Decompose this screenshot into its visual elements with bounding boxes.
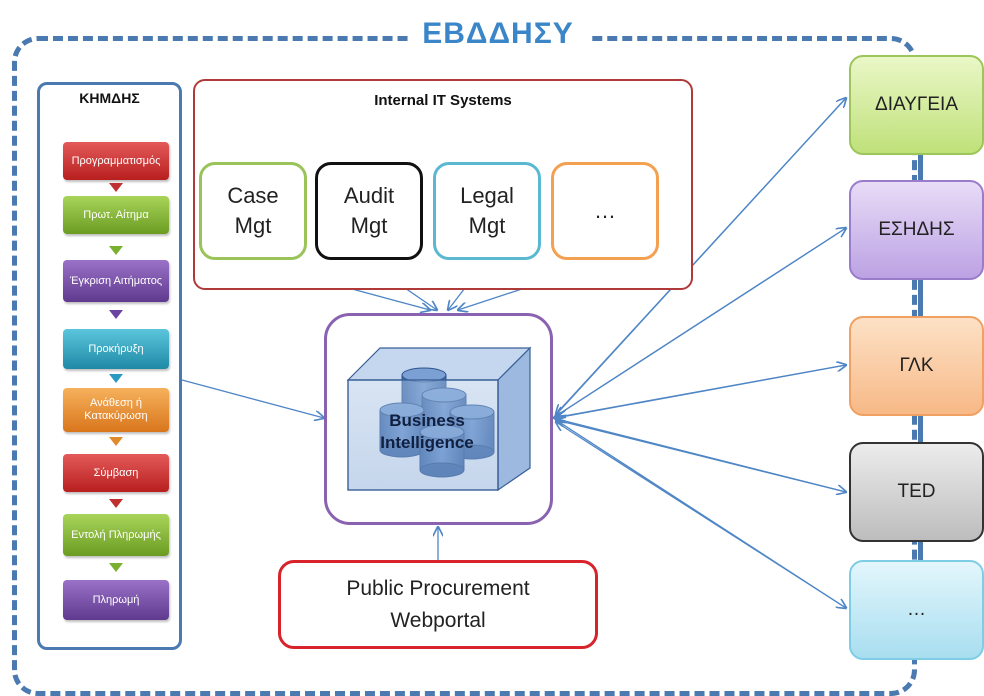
ext-eshdhs: ΕΣΗΔΗΣ (849, 180, 984, 280)
legal-mgt-line1: Legal (460, 183, 514, 208)
audit-mgt-line2: Mgt (350, 213, 388, 238)
public-procurement-webportal: Public Procurement Webportal (278, 560, 598, 649)
arrow-eshdhs-to-bi (556, 227, 847, 416)
case-mgt-line2: Mgt (234, 213, 272, 238)
arrow-glk-to-bi (556, 364, 847, 418)
ext-more: … (849, 560, 984, 660)
step-arrow-2 (109, 246, 123, 255)
step-prokiryxi: Προκήρυξη (63, 329, 169, 369)
bi-label: Business Intelligence (352, 410, 502, 454)
portal-line2: Webportal (390, 608, 486, 632)
connector-4 (918, 540, 923, 560)
step-arrow-6 (109, 499, 123, 508)
ext-ted: TED (849, 442, 984, 542)
connector-2 (918, 280, 923, 320)
step-symvasi: Σύμβαση (63, 454, 169, 492)
step-prot-aitima: Πρωτ. Αίτημα (63, 196, 169, 234)
audit-mgt-line1: Audit (343, 183, 395, 208)
legal-mgt-line2: Mgt (468, 213, 506, 238)
ext-glk: ΓΛΚ (849, 316, 984, 416)
case-mgt-line1: Case (227, 183, 279, 208)
step-egkrisi-aitimatos: Έγκριση Αιτήματος (63, 260, 169, 302)
bi-line1: Business (389, 411, 465, 430)
arrow-ted-to-bi (556, 420, 847, 493)
arrow-khmdhs-to-bi (181, 379, 324, 418)
more-it-line1: … (594, 198, 616, 223)
connector-3 (918, 414, 923, 444)
bi-cube-icon (346, 346, 532, 492)
bi-line2: Intelligence (380, 433, 474, 452)
main-title: ΕΒΔΔΗΣΥ (408, 12, 588, 56)
arrow-more-to-bi-back (556, 422, 847, 609)
step-arrow-7 (109, 563, 123, 572)
step-programmatismos: Προγραμματισμός (63, 142, 169, 180)
step-arrow-5 (109, 437, 123, 446)
internal-it-title: Internal IT Systems (374, 92, 512, 109)
step-anathesi: Ανάθεση ή Κατακύρωση (63, 388, 169, 432)
khmdhs-title: ΚΗΜΔΗΣ (79, 90, 140, 106)
arrow-diavgeia-to-bi (556, 97, 847, 414)
connector-1 (918, 150, 923, 188)
step-arrow-1 (109, 183, 123, 192)
ext-diavgeia: ΔΙΑΥΓΕΙΑ (849, 55, 984, 155)
step-entoli-pliromis: Εντολή Πληρωμής (63, 514, 169, 556)
step-arrow-3 (109, 310, 123, 319)
step-pliromi: Πληρωμή (63, 580, 169, 620)
step-arrow-4 (109, 374, 123, 383)
portal-line1: Public Procurement (346, 576, 530, 600)
more-it-module: … (551, 162, 659, 260)
